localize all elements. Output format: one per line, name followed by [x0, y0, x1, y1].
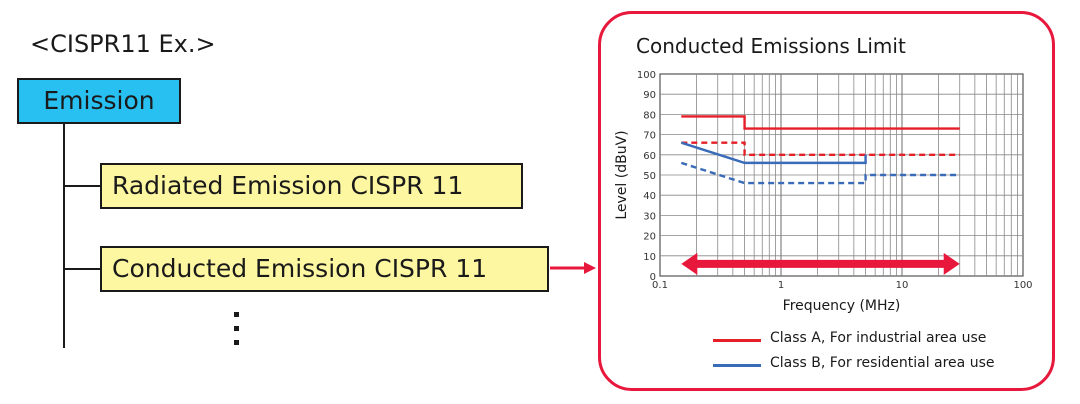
x-axis-label: Frequency (MHz) [783, 298, 901, 314]
x-tick-label: 100 [1013, 280, 1032, 291]
x-tick-label: 0.1 [652, 280, 668, 291]
range-arrow-head-right [943, 252, 960, 275]
x-tick-label: 1 [778, 280, 784, 291]
chart-ticks: 0 10 20 30 40 50 60 70 80 90 100 0.1 1 10 100 [637, 70, 1033, 291]
legend-label-class-b: Class B, For residential area use [770, 355, 995, 371]
limit-panel [598, 11, 1055, 391]
y-tick-label: 70 [643, 131, 656, 142]
y-axis-label: Level (dBuV) [614, 130, 630, 219]
radiated-emission-node: Radiated Emission CISPR 11 [100, 163, 523, 209]
tree-trunk-line [63, 124, 65, 348]
class-a-quasi-peak-line [681, 115, 960, 130]
class-b-quasi-peak-line [680, 141, 867, 165]
tree-branch-conducted [63, 268, 100, 270]
ellipsis-dot [234, 312, 239, 317]
emission-root-node: Emission [17, 78, 181, 124]
chart-series [680, 115, 960, 185]
y-tick-label: 100 [637, 70, 656, 81]
connector-arrow [550, 262, 596, 274]
ellipsis-dot [234, 340, 239, 345]
caption: <CISPR11 Ex.> [30, 30, 216, 58]
panel-title: Conducted Emissions Limit [636, 34, 906, 58]
frequency-range-arrow [681, 252, 960, 275]
y-tick-label: 50 [643, 171, 656, 182]
tree-branch-radiated [63, 185, 100, 187]
conducted-emission-node: Conducted Emission CISPR 11 [100, 246, 549, 292]
limit-chart: 0 10 20 30 40 50 60 70 80 90 100 0.1 1 10 100 Level (d… [614, 70, 1033, 314]
legend-swatch-class-a [713, 339, 761, 342]
y-tick-label: 60 [643, 151, 656, 162]
y-tick-label: 10 [643, 252, 656, 263]
range-arrow-head-left [681, 252, 698, 275]
x-tick-label: 10 [896, 280, 909, 291]
class-b-average-line [680, 161, 960, 185]
ellipsis-dot [234, 326, 239, 331]
y-tick-label: 30 [643, 211, 656, 222]
y-tick-label: 0 [650, 272, 656, 283]
y-tick-label: 20 [643, 232, 656, 243]
legend-swatch-class-b [713, 364, 761, 367]
y-tick-label: 40 [643, 191, 656, 202]
class-a-average-line [681, 141, 960, 157]
chart-grid [659, 73, 1024, 277]
y-tick-label: 90 [643, 90, 656, 101]
legend-label-class-a: Class A, For industrial area use [770, 330, 987, 346]
y-tick-label: 80 [643, 110, 656, 121]
